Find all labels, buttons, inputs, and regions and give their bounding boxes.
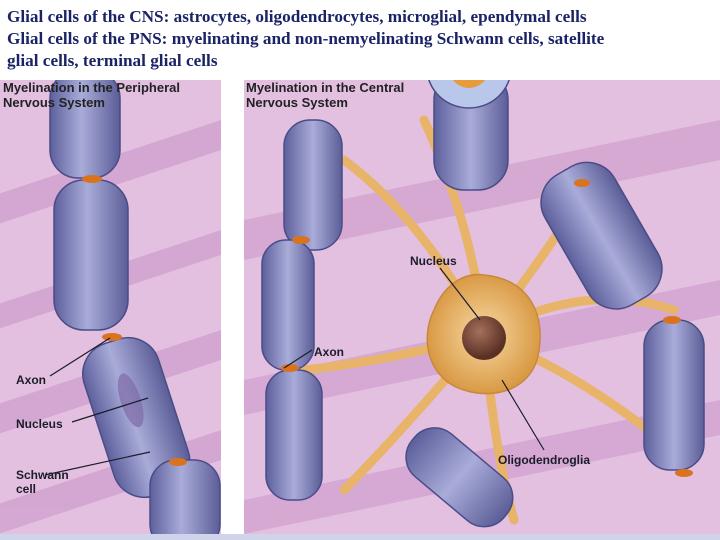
cns-myelin-segments: [261, 80, 705, 528]
cns-myelination-panel: Myelination in the Central Nervous Syste…: [244, 80, 720, 534]
title-line-1: Glial cells of the CNS: astrocytes, olig…: [7, 7, 587, 26]
title-line-3: glial cells, terminal glial cells: [7, 51, 218, 70]
cns-illustration: [244, 80, 720, 534]
schwann-segments: [49, 80, 221, 534]
pns-illustration: [0, 80, 221, 534]
schwann-cell-label: Schwann cell: [16, 468, 69, 496]
oligodendrocyte-nucleus: [462, 316, 506, 360]
cns-heading: Myelination in the Central Nervous Syste…: [246, 80, 404, 110]
cns-nodes-of-ranvier: [281, 179, 693, 477]
cns-heading-line-1: Myelination in the Central: [246, 80, 405, 95]
title-line-2: Glial cells of the PNS: myelinating and …: [7, 29, 605, 48]
pns-heading: Myelination in the Peripheral Nervous Sy…: [3, 80, 180, 110]
oligodendroglia-label: Oligodendroglia: [498, 453, 590, 467]
pns-axon-label: Axon: [16, 373, 46, 387]
cns-leader-lines: [283, 267, 545, 451]
slide-title: Glial cells of the CNS: astrocytes, olig…: [7, 6, 713, 72]
pns-leader-lines: [44, 337, 151, 476]
pns-heading-line-2: Nervous System: [3, 95, 105, 110]
cns-axon-label: Axon: [314, 345, 344, 359]
schwann-label-line-1: Schwann: [16, 468, 69, 482]
bottom-bar: [0, 534, 720, 540]
pns-myelination-panel: Myelination in the Peripheral Nervous Sy…: [0, 80, 221, 534]
cns-nucleus-label: Nucleus: [410, 254, 457, 268]
cns-heading-line-2: Nervous System: [246, 95, 348, 110]
nodes-of-ranvier: [82, 175, 187, 466]
oligodendrocyte-cell-body: [426, 273, 541, 395]
pns-heading-line-1: Myelination in the Peripheral: [3, 80, 180, 95]
schwann-label-line-2: cell: [16, 482, 37, 496]
pns-nucleus-label: Nucleus: [16, 417, 63, 431]
